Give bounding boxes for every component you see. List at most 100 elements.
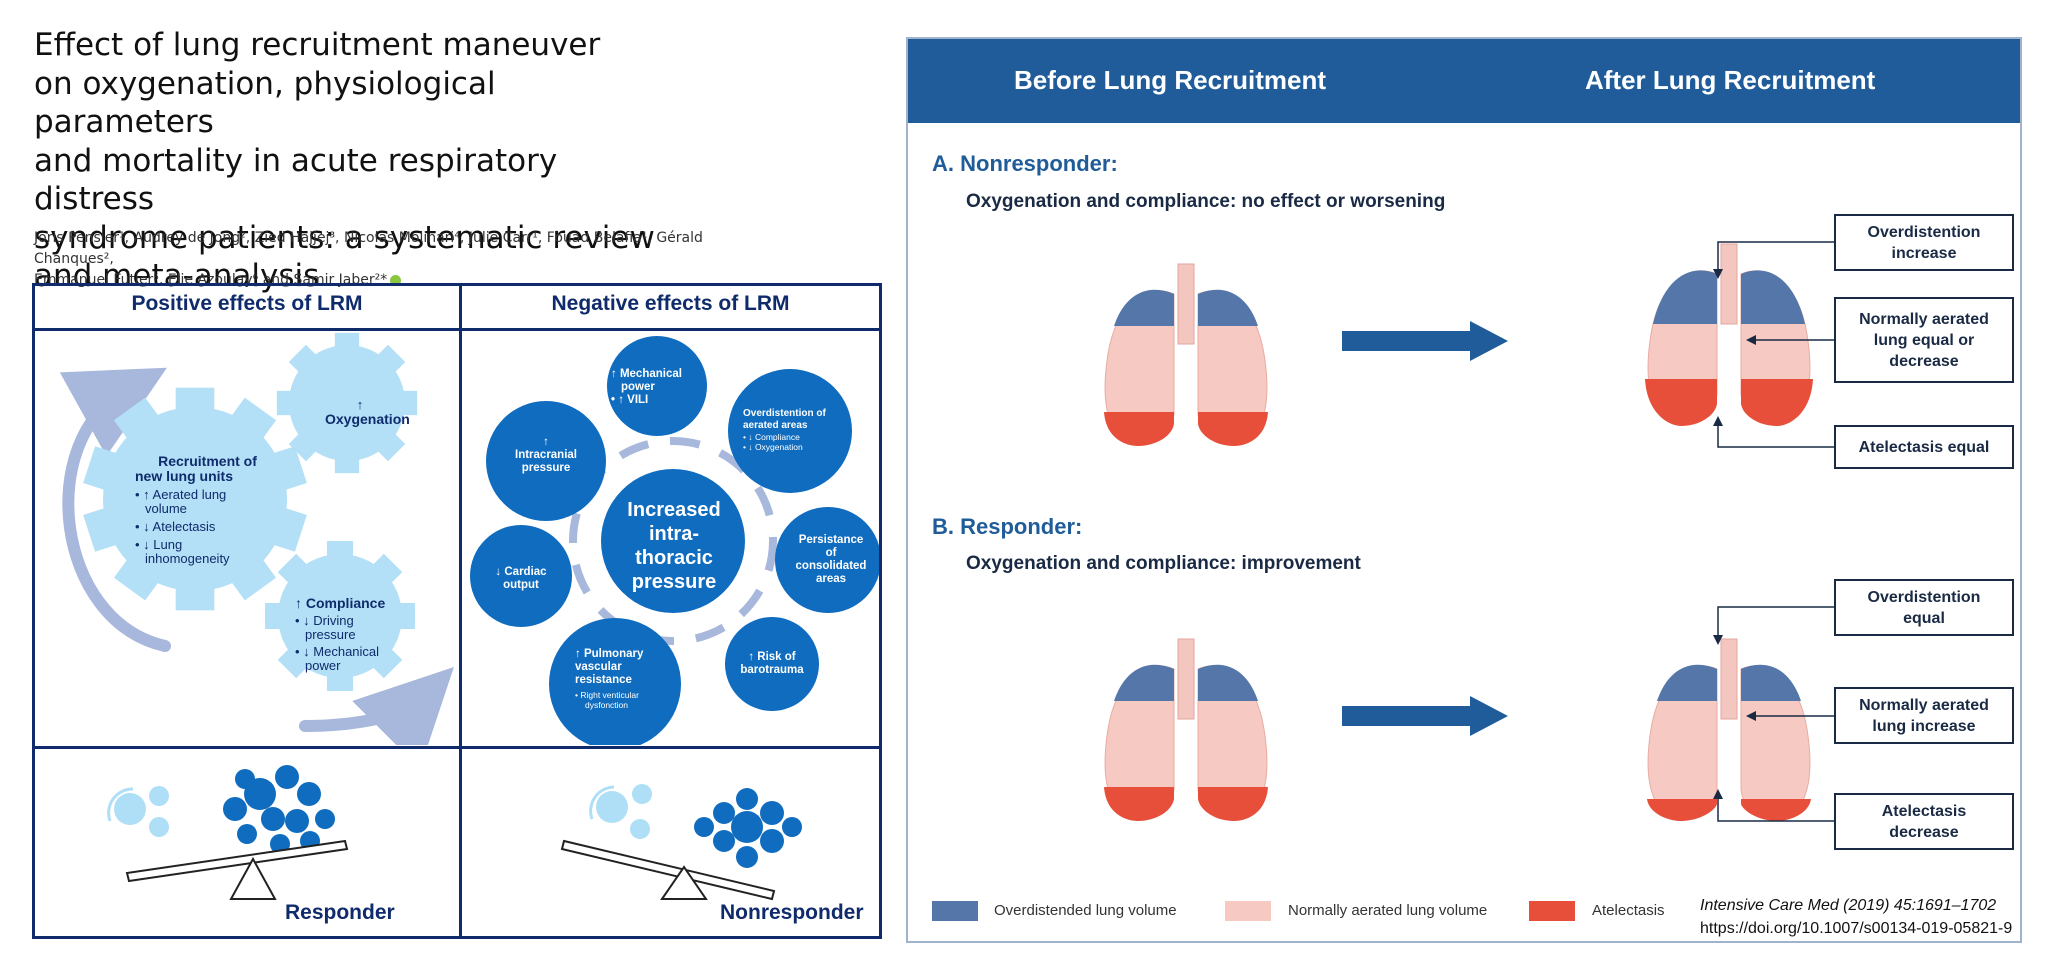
gear-oxygenation bbox=[289, 345, 405, 461]
cycle-ring bbox=[569, 437, 777, 645]
lungs-after-a bbox=[1645, 243, 1813, 426]
center-text-line: thoracic bbox=[635, 547, 713, 569]
overdistention-text: Overdistention of aerated areas • ↓ Comp… bbox=[743, 408, 843, 452]
title-line: on oxygenation, physiological parameters bbox=[34, 65, 496, 141]
gear-tooth bbox=[397, 602, 416, 630]
after-header: After Lung Recruitment bbox=[1585, 65, 1876, 95]
cycle-arrow bbox=[59, 367, 171, 652]
circle-text-line: Persistance bbox=[798, 534, 864, 546]
compliance-item: • ↓ Mechanical bbox=[295, 644, 380, 659]
gears-illustration bbox=[59, 332, 454, 745]
bubbles-small bbox=[596, 784, 652, 839]
circle-text-line: ↑ Risk of bbox=[748, 651, 796, 663]
circle-text-line: ↑ bbox=[543, 436, 549, 448]
lrm-effects-panel: Positive effects of LRM Negative effects… bbox=[32, 283, 882, 939]
circle-text-line: resistance bbox=[575, 674, 632, 686]
lungs-diagram bbox=[1104, 241, 1834, 822]
gear-recruitment bbox=[103, 407, 287, 591]
divider bbox=[35, 746, 879, 749]
gear-tooth bbox=[334, 456, 360, 474]
lungs-after-b bbox=[1647, 638, 1811, 821]
oxygenation-label: Oxygenation bbox=[325, 411, 410, 427]
gear-tooth bbox=[400, 390, 418, 416]
bubbles-large bbox=[223, 765, 335, 854]
positive-effects-header: Positive effects of LRM bbox=[131, 292, 363, 315]
circle-intracranial bbox=[486, 401, 606, 521]
circle-small-line: • ↓ Oxygenation bbox=[743, 442, 803, 452]
center-text-line: Increased bbox=[627, 499, 721, 521]
circle-text-line: vascular bbox=[575, 661, 622, 673]
intracranial-text: ↑ Intracranial pressure bbox=[496, 436, 596, 475]
divider bbox=[459, 286, 462, 936]
section-a-subtitle: Oxygenation and compliance: no effect or… bbox=[966, 191, 1446, 212]
header-banner: Before Lung Recruitment After Lung Recru… bbox=[908, 39, 2020, 123]
note-overdistention-a: Overdistention increase bbox=[1834, 214, 2014, 271]
seesaw-pivot bbox=[660, 865, 708, 900]
note-atelectasis-a: Atelectasis equal bbox=[1834, 425, 2014, 469]
circle-small-line: • Right venticular bbox=[575, 690, 639, 700]
consolidated-text: Persistance of consolidated areas bbox=[781, 534, 881, 586]
gear-recruitment-text: Recruitment of new lung units • ↑ Aerate… bbox=[135, 454, 280, 566]
circles-illustration bbox=[470, 336, 879, 745]
circle-text-line: output bbox=[503, 579, 539, 591]
nonresponder-seesaw-illustration bbox=[560, 784, 802, 901]
nonresponder-label: Nonresponder bbox=[720, 901, 864, 924]
recruitment-item: • ↓ Atelectasis bbox=[135, 519, 216, 534]
circle-text-line: ↓ Cardiac bbox=[495, 566, 547, 578]
lungs-before-b bbox=[1104, 638, 1268, 821]
recruitment-title: new lung units bbox=[135, 468, 233, 484]
compliance-title: ↑ Compliance bbox=[295, 595, 386, 611]
circle-small-line: dysfonction bbox=[585, 700, 628, 710]
gear-tooth bbox=[326, 673, 354, 692]
title-line: syndrome patients: a systematic review bbox=[34, 219, 655, 256]
gear-tooth bbox=[277, 647, 309, 679]
gear-compliance-text: ↑ Compliance • ↓ Driving pressure • ↓ Me… bbox=[295, 596, 415, 673]
mechanical-power-text: ↑ Mechanical power • ↑ VILI bbox=[611, 368, 705, 407]
circle-text-line: Overdistention of bbox=[743, 408, 826, 419]
center-circle bbox=[601, 469, 745, 613]
legend-swatch-atelectasis bbox=[1529, 901, 1575, 921]
citation-journal: Intensive Care Med (2019) 45:1691–1702 bbox=[1700, 897, 1997, 914]
circle-text-line: areas bbox=[815, 573, 847, 585]
circle-text-line: Intracranial bbox=[515, 449, 577, 461]
circle-text-line: ↑ Mechanical bbox=[611, 368, 682, 380]
gear-tooth bbox=[113, 556, 161, 601]
gear-tooth bbox=[288, 344, 318, 374]
title-line: Effect of lung recruitment maneuver bbox=[34, 27, 601, 63]
recruitment-item: inhomogeneity bbox=[145, 551, 230, 566]
circle-text-line: of bbox=[825, 547, 837, 559]
recruitment-item: volume bbox=[145, 501, 187, 516]
gear-tooth bbox=[276, 390, 294, 416]
circle-text-line: barotrauma bbox=[740, 664, 804, 676]
circle-cardiac bbox=[470, 525, 572, 627]
responder-label: Responder bbox=[285, 901, 395, 924]
center-text-line: intra- bbox=[649, 523, 699, 545]
compliance-item: pressure bbox=[305, 627, 356, 642]
circle-text-line: ↑ Pulmonary bbox=[575, 648, 644, 660]
circle-mechanical-power bbox=[607, 336, 707, 436]
gear-tooth bbox=[371, 647, 403, 679]
circle-text-line: pressure bbox=[521, 462, 571, 474]
legend-label-atelectasis: Atelectasis bbox=[1592, 902, 1665, 919]
lung-recruitment-panel: Before Lung Recruitment After Lung Recru… bbox=[906, 37, 2022, 943]
section-a-title: A. Nonresponder: bbox=[932, 151, 1118, 176]
note-atelectasis-b: Atelectasis decrease bbox=[1834, 793, 2014, 850]
section-b-title: B. Responder: bbox=[932, 514, 1083, 539]
lungs-before-a bbox=[1104, 263, 1268, 446]
seesaw-pivot bbox=[229, 856, 277, 900]
gear-oxygenation-text: ↑ Oxygenation bbox=[325, 398, 410, 427]
gear-tooth bbox=[371, 553, 403, 585]
cycle-arrow bbox=[299, 667, 454, 745]
orcid-icon[interactable] bbox=[390, 274, 402, 286]
recruitment-title: Recruitment of bbox=[158, 453, 257, 469]
citation-doi-link[interactable]: https://doi.org/10.1007/s00134-019-05821… bbox=[1700, 920, 2013, 937]
circle-barotrauma bbox=[725, 617, 819, 711]
bubbles-small bbox=[114, 786, 169, 837]
gear-tooth bbox=[376, 432, 406, 462]
circle-text-line: consolidated bbox=[795, 560, 867, 572]
recruitment-item: • ↓ Lung bbox=[135, 537, 183, 552]
authors-line: Joris Pensier¹, Audrey de Jong², Zied Ha… bbox=[34, 230, 703, 267]
paper-title: Effect of lung recruitment maneuver on o… bbox=[34, 26, 674, 296]
seesaw-beam bbox=[125, 839, 349, 883]
seesaw-beam bbox=[560, 839, 776, 901]
